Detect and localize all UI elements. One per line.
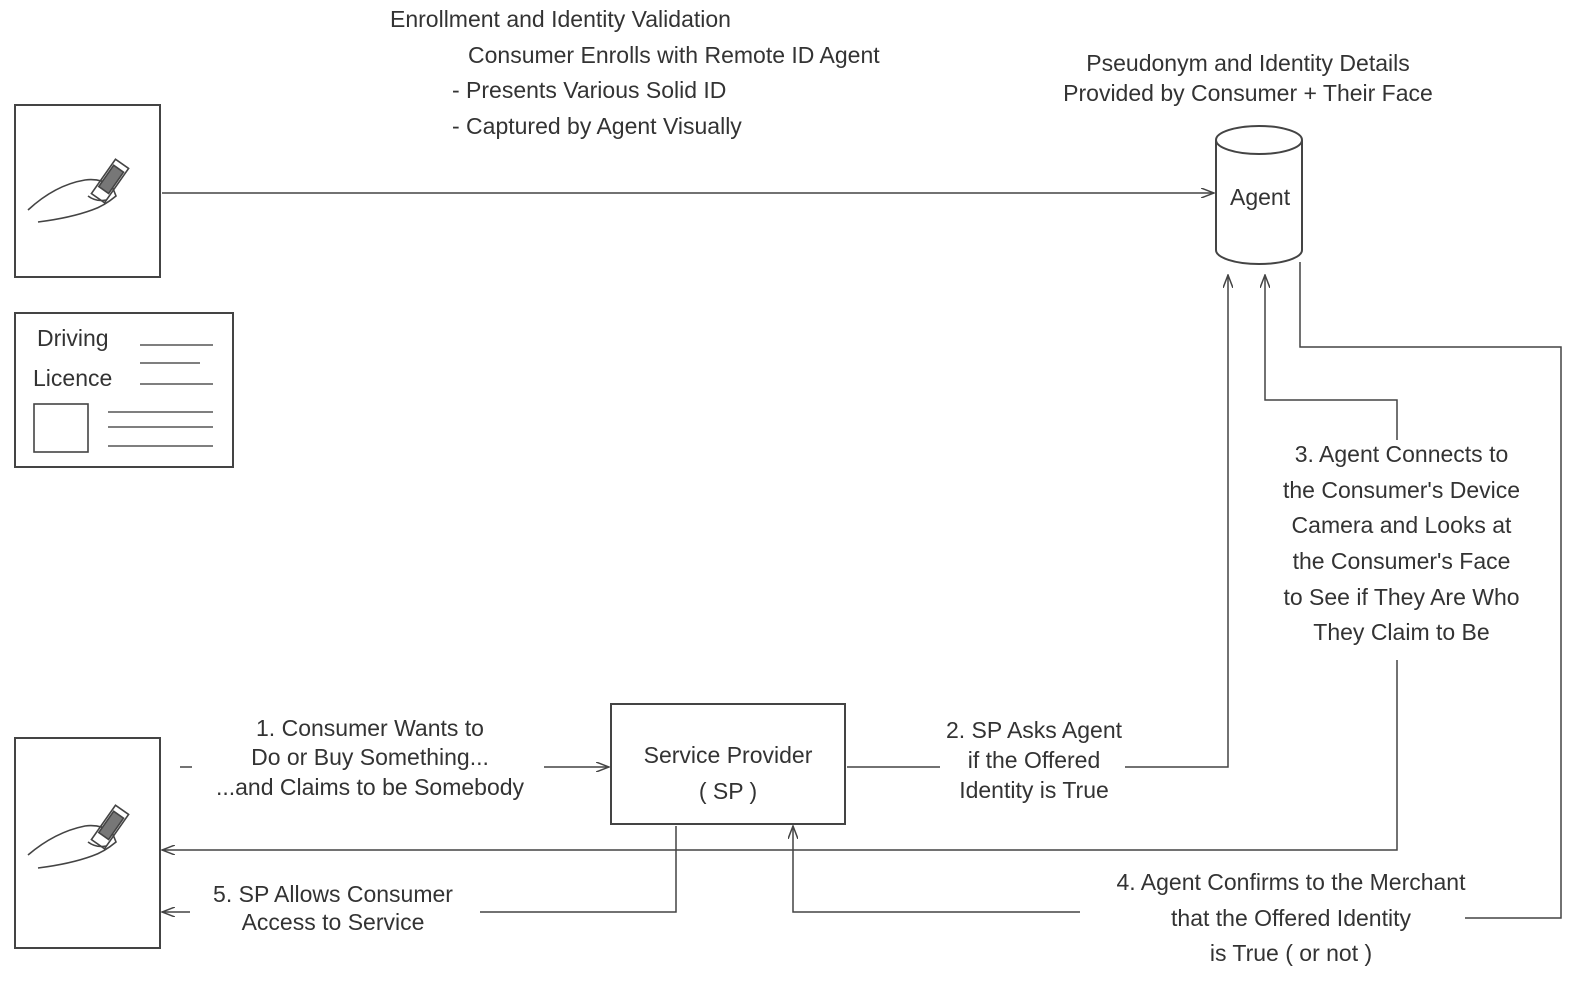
licence-lines	[108, 344, 213, 447]
hand-phone-icon	[27, 804, 130, 869]
step5-line-2: Access to Service	[241, 909, 425, 936]
service-provider-label: Service Provider ( SP )	[611, 738, 845, 809]
step3-arrow	[1265, 275, 1398, 440]
step4-arrow	[793, 826, 1080, 913]
consumer-phone-box	[14, 737, 161, 949]
step4-return-line	[1299, 262, 1562, 919]
header-subtitle: Consumer Enrolls with Remote ID Agent	[468, 42, 880, 68]
step2-label: 2. SP Asks Agent if the Offered Identity…	[905, 716, 1163, 806]
database-caption: Pseudonym and Identity Details Provided …	[1018, 46, 1478, 111]
database-caption-line-1: Pseudonym and Identity Details	[1086, 50, 1410, 76]
step2-arrow	[1125, 275, 1228, 768]
step3-camera-arrow	[162, 660, 1398, 850]
step1-line-1: 1. Consumer Wants to	[256, 715, 484, 741]
connectors	[162, 193, 1562, 919]
step1-line-3: ...and Claims to be Somebody	[215, 773, 525, 800]
driving-licence-card	[14, 312, 234, 468]
header-bullet-2: - Captured by Agent Visually	[452, 113, 742, 139]
licence-title-line-2: Licence	[33, 365, 113, 391]
step4-line-2: that the Offered Identity	[1171, 904, 1411, 931]
step5-line	[480, 826, 677, 913]
step3-line-4: the Consumer's Face	[1292, 547, 1511, 574]
step3-line-2: the Consumer's Device	[1282, 476, 1521, 503]
step3-line-3: Camera and Looks at	[1291, 512, 1512, 539]
step5-label: 5. SP Allows Consumer Access to Service	[186, 880, 480, 936]
service-provider-box	[610, 703, 846, 825]
step4-label: 4. Agent Confirms to the Merchant that t…	[1068, 865, 1514, 972]
licence-photo-placeholder	[33, 403, 89, 453]
header-bullet-1: - Presents Various Solid ID	[452, 77, 727, 103]
agent-database-cylinder	[1215, 125, 1303, 265]
step3-line-1: 3. Agent Connects to	[1294, 441, 1509, 467]
licence-title-line-1: Driving	[37, 325, 109, 351]
step1-line-2: Do or Buy Something...	[251, 744, 489, 771]
service-provider-line-2: ( SP )	[698, 777, 758, 804]
service-provider-line-1: Service Provider	[643, 742, 813, 768]
agent-label: Agent	[1230, 184, 1291, 210]
step2-line-1: 2. SP Asks Agent	[945, 717, 1123, 743]
step4-line-3: is True ( or not )	[1209, 940, 1373, 967]
step3-label: 3. Agent Connects to the Consumer's Devi…	[1250, 437, 1553, 651]
hand-phone-icon	[27, 158, 130, 223]
header-title: Enrollment and Identity Validation	[390, 6, 731, 32]
step4-line-1: 4. Agent Confirms to the Merchant	[1116, 869, 1466, 895]
step2-line-2: if the Offered	[967, 746, 1101, 773]
database-caption-line-2: Provided by Consumer + Their Face	[1063, 79, 1433, 106]
step5-line-1: 5. SP Allows Consumer	[213, 881, 453, 907]
step3-line-5: to See if They Are Who	[1283, 583, 1520, 610]
step2-line-3: Identity is True	[959, 776, 1109, 803]
step3-line-6: They Claim to Be	[1313, 619, 1490, 646]
step1-label: 1. Consumer Wants to Do or Buy Something…	[196, 714, 544, 802]
enrollment-phone-box	[14, 104, 161, 278]
